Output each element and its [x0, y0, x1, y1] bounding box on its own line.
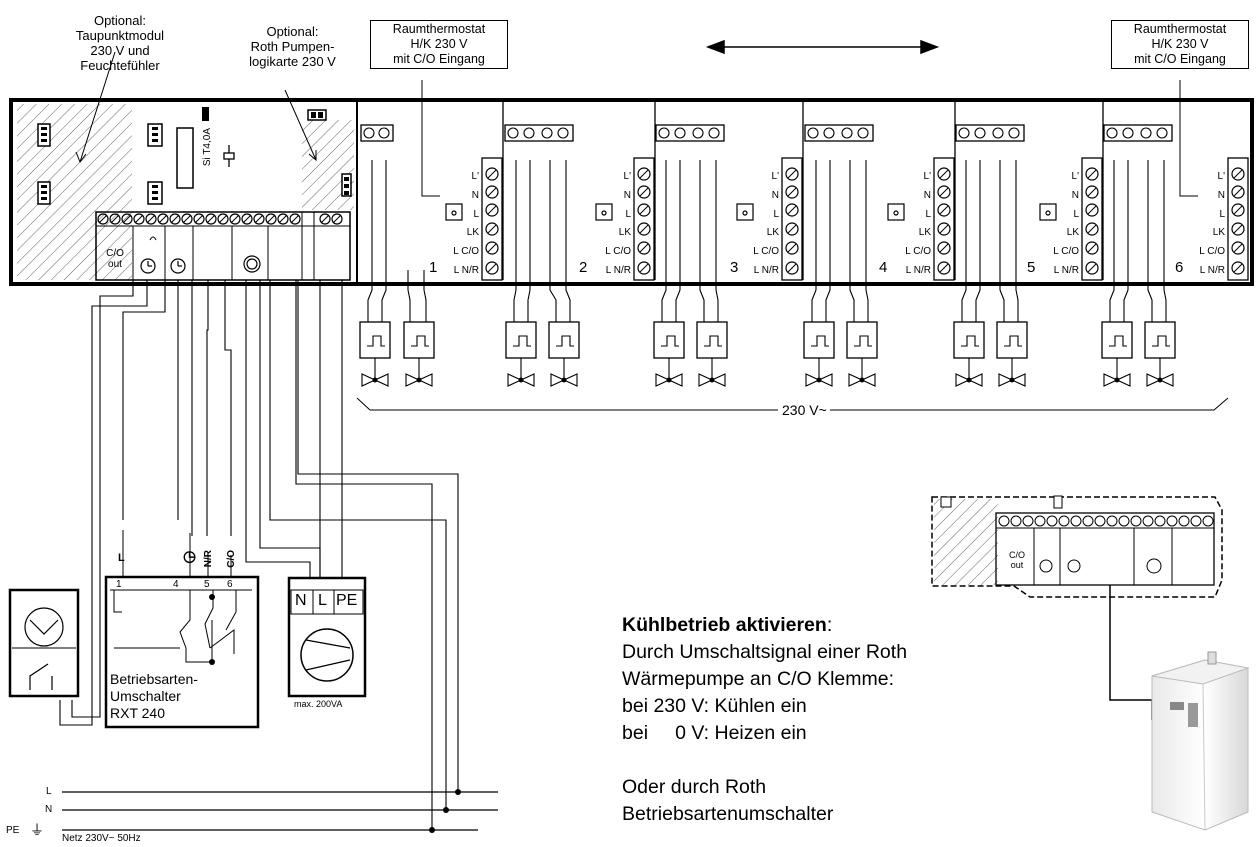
mains-L-label: L: [46, 786, 52, 797]
switch-top-nr: N/R: [203, 550, 214, 568]
pump-icon: [300, 628, 354, 682]
instruction-line-2: Wärmepumpe an C/O Klemme:: [622, 668, 895, 690]
switch-top-co: C/O: [226, 550, 237, 568]
switch-pin-5: 5: [204, 579, 210, 590]
instruction-line-4: bei 0 V: Heizen ein: [622, 722, 807, 744]
instruction-line-5: [622, 747, 907, 774]
fuse-label: Si T4,0A: [202, 128, 213, 167]
zone-modules: [481, 100, 1249, 281]
instruction-line-1: Durch Umschaltsignal einer Roth: [622, 641, 908, 663]
instruction-line-7: Betriebsartenumschalter: [622, 803, 834, 825]
switch-clock-icon: ◷: [183, 548, 197, 565]
heat-pump-device: [1151, 651, 1250, 831]
mains-N-label: N: [45, 804, 53, 815]
zone-5-number: 5: [1027, 259, 1036, 276]
mode-switch-box: [104, 575, 260, 729]
voltage-label: 230 V~: [782, 402, 827, 418]
zone-3-number: 3: [730, 259, 739, 276]
pump-terminal-L: L: [318, 592, 327, 609]
zone-4-number: 4: [879, 259, 888, 276]
zone-6-number: 6: [1175, 259, 1184, 276]
fuse-holder: [176, 127, 194, 189]
instruction-line-6: Oder durch Roth: [622, 776, 767, 798]
voltage-brace: [356, 397, 1229, 411]
zone-1-number: 1: [429, 259, 438, 276]
timer-clock-icon: [24, 607, 64, 647]
mains-PE-label: PE: [6, 825, 20, 836]
pump-terminal-PE: PE: [336, 592, 358, 609]
status-led: [202, 107, 209, 121]
cooling-instructions: Kühlbetrieb aktivieren: Durch Umschaltsi…: [622, 612, 907, 828]
taupunkt-slot: [17, 104, 132, 280]
pump-unit: [287, 576, 367, 698]
fuse-icon: [223, 145, 235, 167]
switch-pin-1: 1: [116, 579, 122, 590]
cooling-heading: Kühlbetrieb aktivieren: [622, 614, 827, 636]
timer-unit: [8, 588, 80, 698]
pump-max-power: max. 200VA: [294, 699, 343, 709]
instruction-line-3: bei 230 V: Kühlen ein: [622, 695, 807, 717]
controller-housing: [9, 98, 1254, 286]
mains-lines: [62, 791, 498, 831]
earth-icon: ⏚: [30, 822, 44, 838]
switch-top-L: L: [118, 552, 125, 564]
zone-2-number: 2: [579, 259, 588, 276]
pump-terminal-N: N: [295, 592, 307, 609]
valves: [361, 373, 1174, 387]
pumpenlogik-note: Optional:Roth Pumpen-logikarte 230 V: [249, 24, 336, 69]
left-terminal-strip: [95, 211, 351, 281]
mains-label: Netz 230V~ 50Hz: [62, 833, 141, 844]
expansion-arrow: [705, 39, 940, 55]
switch-pin-6: 6: [227, 579, 233, 590]
switch-pin-4: 4: [173, 579, 179, 590]
actuators: [359, 321, 1176, 359]
